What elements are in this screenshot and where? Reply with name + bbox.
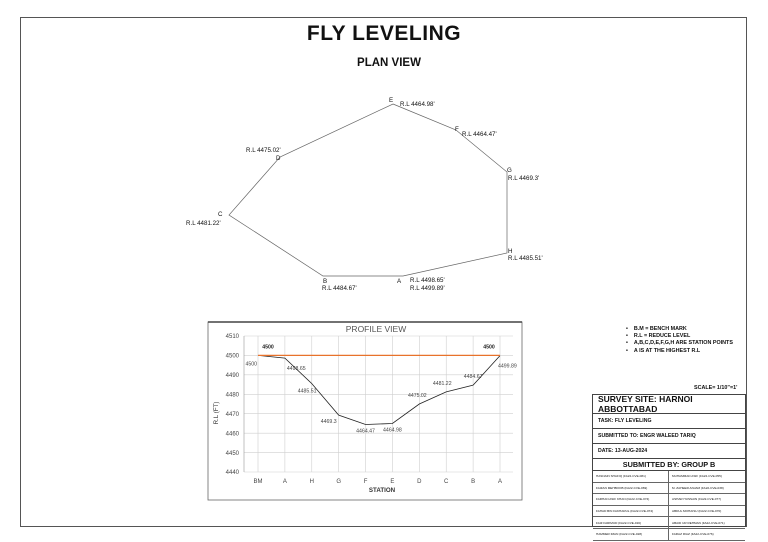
y-tick-label: 4510: [226, 334, 240, 340]
y-tick-label: 4500: [226, 354, 240, 360]
drawing-sheet-border: [20, 17, 747, 527]
plan-view-title: PLAN VIEW: [357, 57, 421, 69]
y-tick-label: 4450: [226, 451, 240, 457]
legend-notes: B.M = BENCH MARK R.L = REDUCE LEVEL A,B,…: [626, 326, 733, 355]
profile-y-axis-label: R.L (FT): [213, 402, 220, 425]
data-label: 4484.67: [464, 374, 483, 380]
x-tick-label: G: [336, 479, 341, 485]
data-label: 4464.98: [383, 427, 402, 433]
x-tick-label: H: [310, 479, 314, 485]
member-name: HASNAIN SHAFIQ (FA22-CVE-081): [593, 471, 669, 483]
legend-item: A,B,C,D,E,F,G,H ARE STATION POINTS: [626, 340, 733, 347]
submitted-by: SUBMITTED BY: GROUP B: [593, 459, 745, 471]
title-block: SURVEY SITE: HARNOI ABBOTTABAD TASK: FLY…: [592, 394, 746, 541]
member-name: M. ZAHEER ANJAM (FA22-CVE-038): [669, 483, 745, 495]
survey-site: SURVEY SITE: HARNOI ABBOTTABAD: [593, 394, 745, 414]
y-tick-label: 4480: [226, 392, 240, 398]
legend-item: B.M = BENCH MARK: [626, 326, 733, 333]
member-name: ABDUL MOHAISU (FA22-CVE-070): [669, 506, 745, 518]
member-name: FAHAD BIN FAKHARUL (FA22-CVE-074): [593, 505, 669, 518]
reduced-level-line: [257, 355, 501, 425]
y-tick-label: 4490: [226, 373, 240, 379]
data-label: 4469.3: [321, 419, 337, 425]
legend-item: R.L = REDUCE LEVEL: [626, 333, 733, 340]
scale-note: SCALE= 1/10"=1': [694, 385, 738, 391]
member-name: FAIZAN MEHBOOB (FA22-CVE-069): [593, 482, 669, 495]
member-name: FARHAN ASIF KHAN (FA22-CVE-074): [593, 494, 669, 506]
data-label: 4481.22: [433, 381, 452, 387]
reference-label: 4500: [483, 344, 495, 350]
x-tick-label: F: [364, 479, 368, 485]
data-label: 4464.47: [356, 428, 375, 434]
profile-chart-title: PROFILE VIEW: [346, 324, 406, 334]
data-label: 4500: [245, 361, 257, 367]
reference-label: 4500: [262, 344, 274, 350]
x-tick-label: BM: [254, 479, 263, 485]
member-name: HAMMER IMAN (FA22-CVE-028): [593, 528, 669, 541]
data-label: 4499.89: [498, 364, 517, 370]
member-name: MUHAMMAD ASIF (FA22-CVE-055): [669, 471, 745, 483]
legend-item: A IS AT THE HIGHEST R.L: [626, 348, 733, 355]
member-name: ABAID UR REHMAN (FA22-CVE-071): [669, 517, 745, 529]
date: DATE: 13-AUG-2024: [593, 444, 745, 459]
member-list: HASNAIN SHAFIQ (FA22-CVE-081) MUHAMMAD A…: [593, 471, 745, 541]
data-label: 4475.02: [408, 393, 427, 399]
data-label: 4498.65: [287, 366, 306, 372]
submitted-to: SUBMITTED TO: ENGR WALEED TARIQ: [593, 429, 745, 444]
drawing-title: FLY LEVELING: [306, 22, 462, 45]
x-tick-label: B: [471, 479, 475, 485]
x-tick-label: C: [444, 479, 449, 485]
y-tick-label: 4470: [226, 412, 240, 418]
x-tick-label: D: [417, 479, 422, 485]
member-name: FARAZ RIAZ (FA22-CVE-076): [669, 529, 745, 541]
x-tick-label: A: [283, 479, 287, 485]
task: TASK: FLY LEVELING: [593, 414, 745, 429]
profile-frame: [207, 321, 523, 501]
y-tick-label: 4440: [226, 470, 240, 476]
data-label: 4485.51: [298, 389, 317, 395]
member-name: ASHAR HUSSAIN (FA22-CVE-077): [669, 494, 745, 506]
profile-x-axis-label: STATION: [369, 487, 396, 494]
x-tick-label: A: [498, 479, 502, 485]
y-tick-label: 4460: [226, 431, 240, 437]
member-name: FAIZ FARIMUD (FA22-CVE-016): [593, 517, 669, 529]
x-tick-label: E: [390, 479, 394, 485]
